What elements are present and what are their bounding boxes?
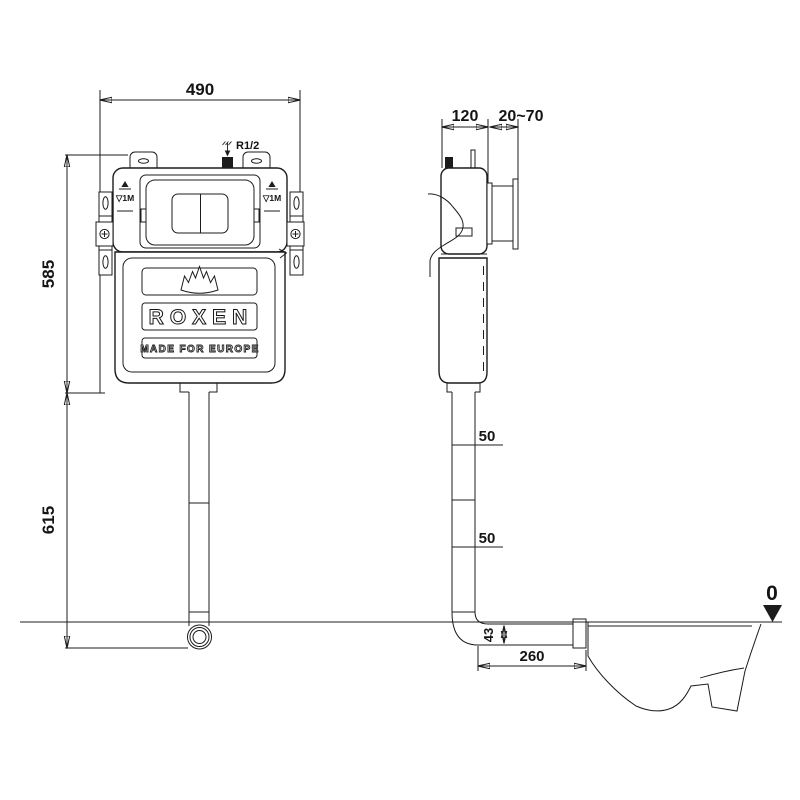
- dim-width-label: 490: [186, 80, 214, 99]
- water-level-mark-right: [264, 181, 280, 212]
- side-flush-pipe: [446, 383, 587, 649]
- outlet-dimension-lines: [478, 626, 586, 671]
- toilet-bowl-profile: [587, 622, 762, 712]
- level-triangle-icon: [268, 181, 276, 187]
- side-dimension-lines: [442, 119, 518, 184]
- dim-outlet-offset-label: 260: [519, 648, 544, 665]
- water-mark-right-label: ▽1M: [262, 193, 281, 203]
- inlet-thread-label: R1/2: [236, 140, 259, 152]
- wall-rail-right: [286, 191, 305, 276]
- vent-tube: [470, 149, 476, 168]
- outlet-fitting: [187, 624, 212, 650]
- dim-lower-height-label: 615: [39, 506, 58, 534]
- dim-depth-label: 120: [452, 108, 479, 125]
- water-level-mark-left: [117, 181, 133, 212]
- inlet-arrow-icon: [224, 150, 231, 157]
- flush-buttons: [171, 193, 229, 234]
- side-view: 120 20~70: [427, 108, 782, 712]
- wall-rail-left: [95, 191, 114, 276]
- cistern-tank: [114, 251, 286, 384]
- rail-screw-icon: [99, 228, 110, 240]
- dim-upper-height-label: 585: [39, 260, 58, 288]
- water-inlet: [222, 141, 233, 172]
- dim-wall-range-label: 20~70: [499, 108, 544, 125]
- pipe-mark-upper-label: 50: [479, 428, 496, 445]
- bracket-hook: [427, 193, 473, 277]
- side-upper-body: [440, 167, 488, 255]
- inlet-port: [222, 157, 233, 172]
- outlet-coupling: [572, 618, 587, 649]
- bracket-wire: [427, 193, 464, 277]
- side-lower-body: [438, 253, 488, 384]
- tank-notch: [278, 248, 288, 259]
- pipe-mark-lower-label: 50: [479, 530, 496, 547]
- threaded-sleeve: [491, 185, 514, 242]
- filled-triangle-down-icon: [763, 605, 782, 622]
- wall-sleeve: [486, 178, 519, 250]
- brand-name: ROXEN: [149, 306, 254, 329]
- front-view: 490 585 615 R1/2: [39, 80, 305, 650]
- front-flush-pipe: [179, 383, 218, 650]
- access-panel-frame: [139, 174, 261, 249]
- rail-screw-icon: [290, 228, 301, 240]
- dim-outlet-height-label: 43: [481, 628, 496, 642]
- lotus-crown-icon: [180, 264, 219, 294]
- level-triangle-icon: [121, 181, 129, 187]
- floor-datum-label: 0: [766, 582, 778, 605]
- brand-tagline: MADE FOR EUROPE: [140, 344, 259, 355]
- water-mark-left-label: ▽1M: [115, 193, 134, 203]
- side-inlet-port: [445, 157, 453, 168]
- brand-panel: [122, 257, 276, 373]
